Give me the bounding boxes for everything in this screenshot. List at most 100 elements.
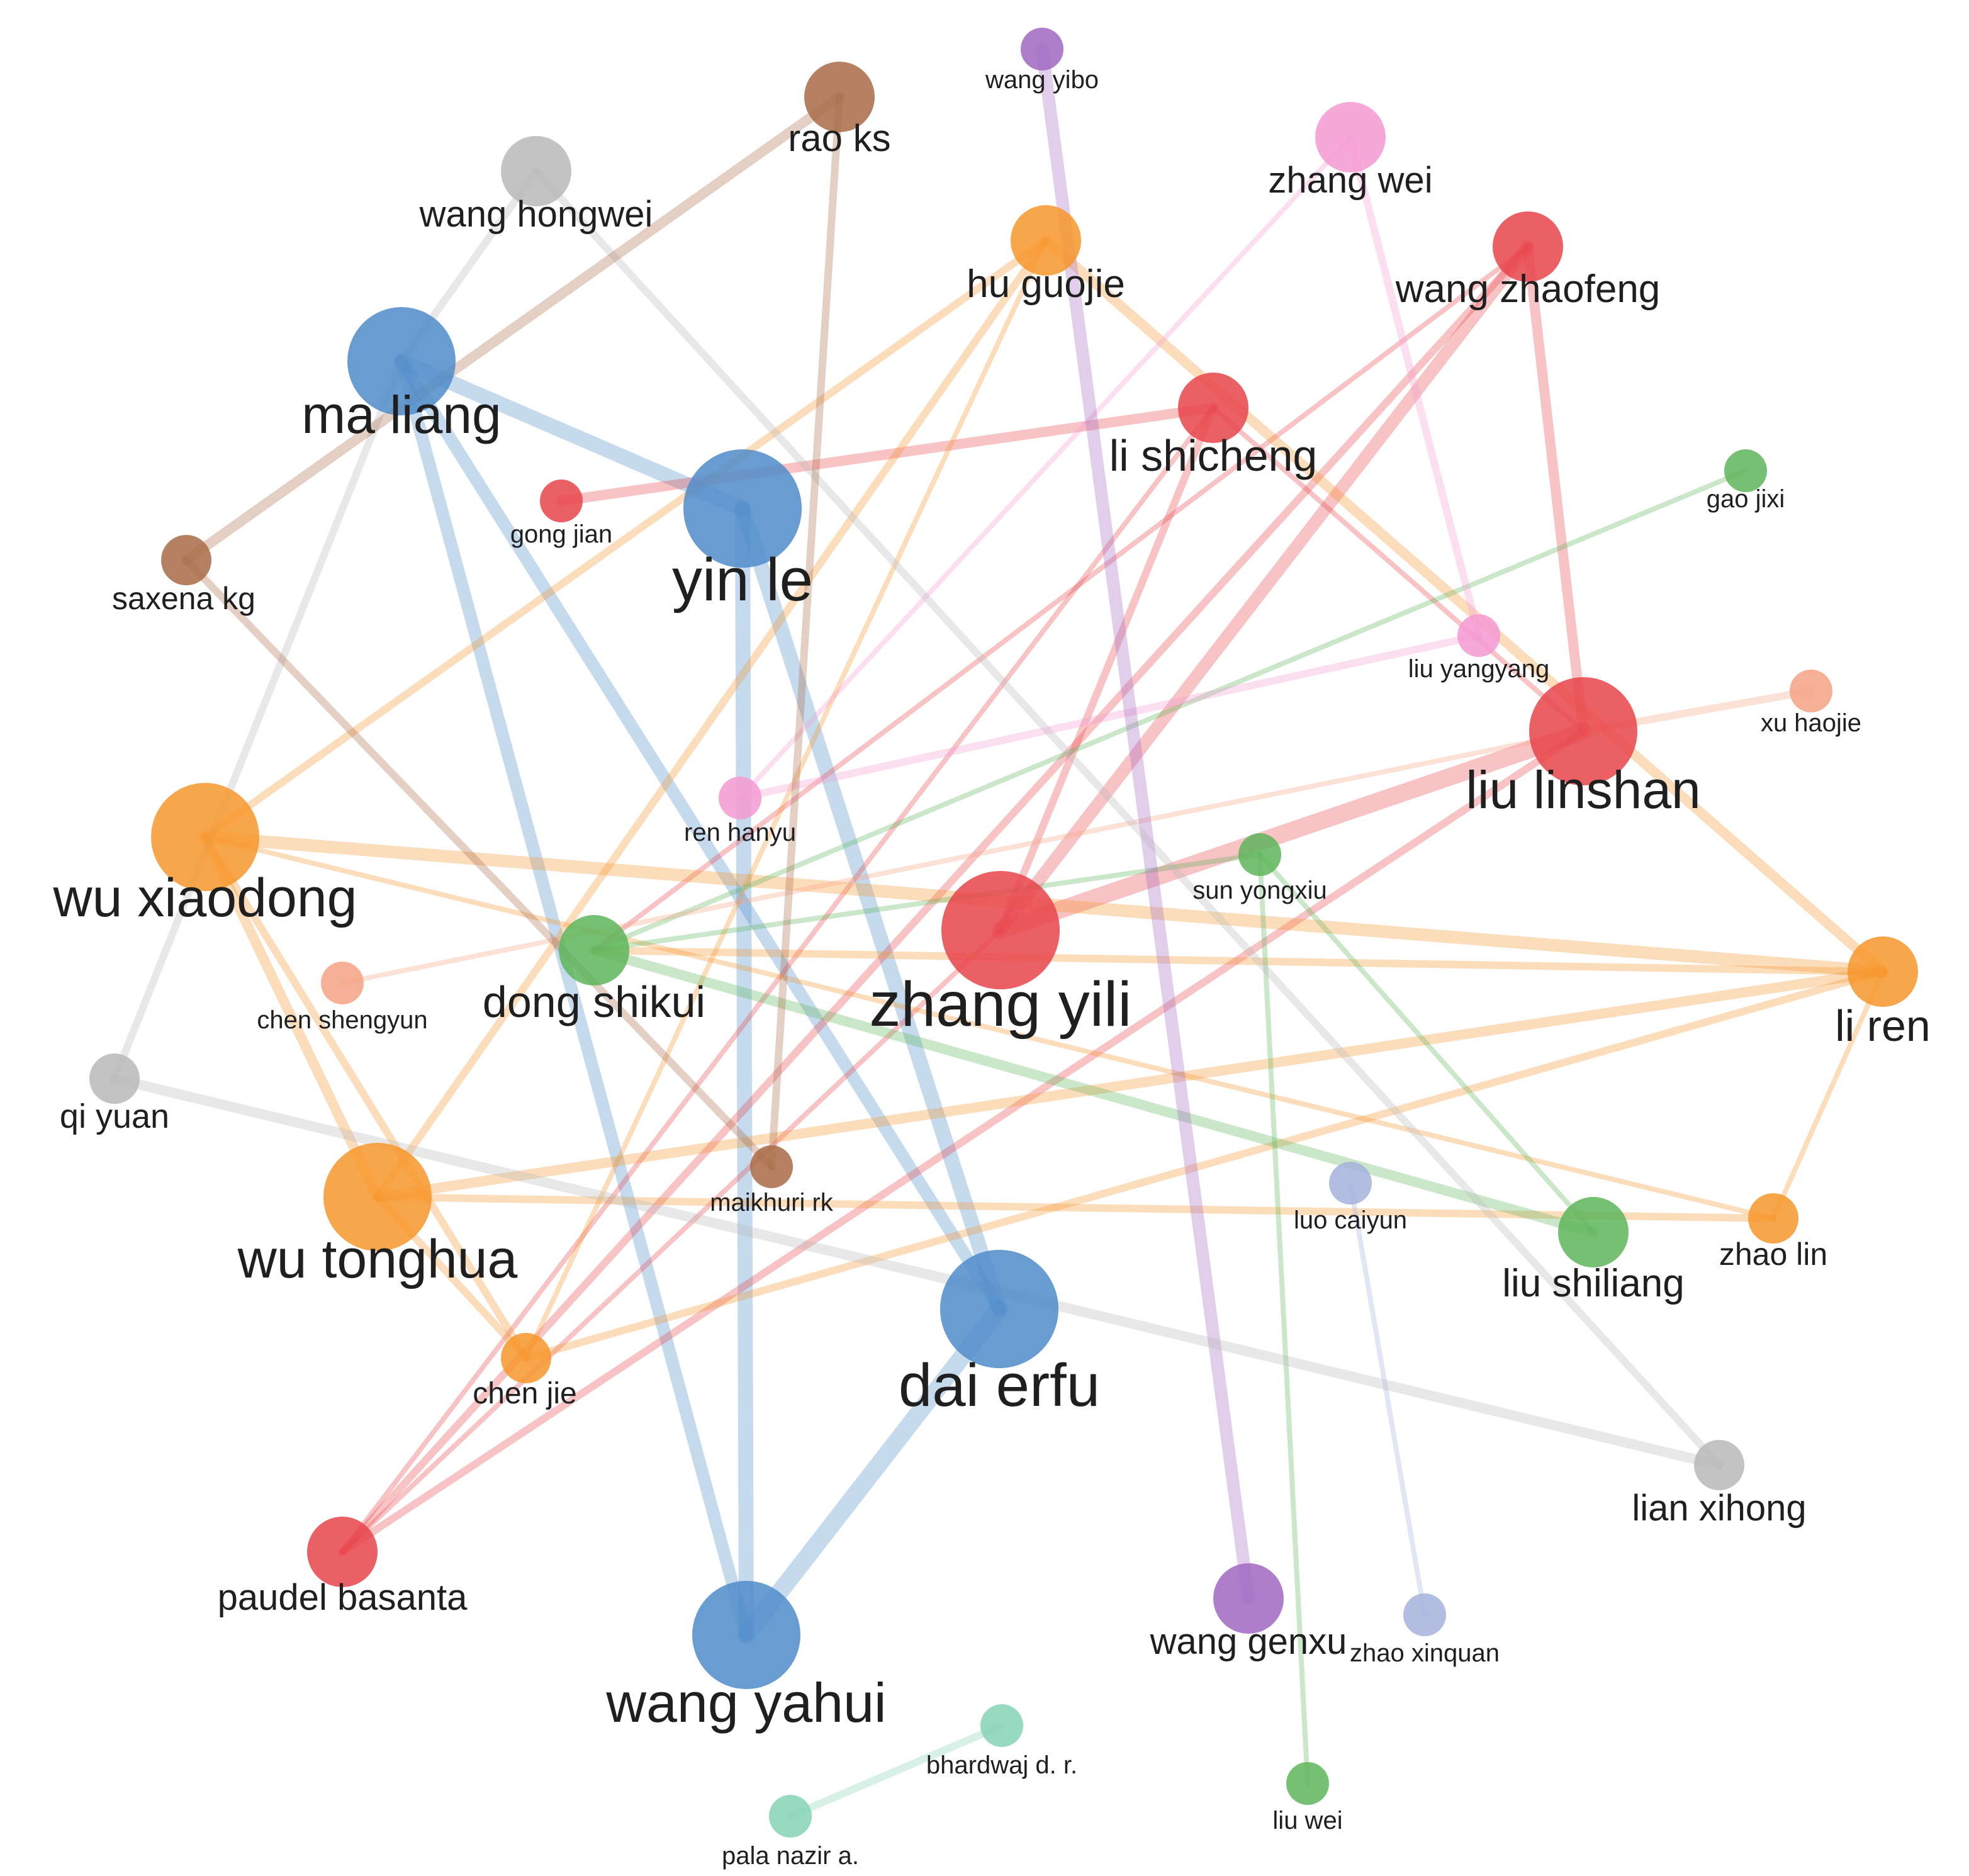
node-label-liu-wei: liu wei bbox=[1272, 1807, 1342, 1834]
node-label-chen-jie: chen jie bbox=[473, 1377, 576, 1410]
node-label-chen-shengyun: chen shengyun bbox=[257, 1006, 427, 1034]
node-label-saxena-kg: saxena kg bbox=[112, 581, 255, 616]
node-label-maikhuri-rk: maikhuri rk bbox=[710, 1189, 834, 1216]
node-luo-caiyun[interactable] bbox=[1329, 1162, 1372, 1205]
edge-hu_guojie-chen_jie bbox=[524, 238, 1048, 1361]
node-label-zhang-yili: zhang yili bbox=[870, 969, 1132, 1040]
node-li-ren[interactable] bbox=[1848, 936, 1918, 1007]
edge-li_shicheng-paudel_basanta bbox=[340, 405, 1216, 1554]
node-label-liu-yangyang: liu yangyang bbox=[1408, 655, 1550, 683]
edge-hu_guojie-li_ren bbox=[1041, 235, 1888, 977]
node-chen-shengyun[interactable] bbox=[321, 962, 364, 1004]
node-wang-hongwei[interactable] bbox=[501, 136, 571, 206]
node-rao-ks[interactable] bbox=[804, 62, 875, 132]
node-saxena-kg[interactable] bbox=[161, 535, 211, 585]
edge-luo_caiyun-zhao_xinquan bbox=[1348, 1181, 1427, 1617]
node-label-li-shicheng: li shicheng bbox=[1109, 431, 1318, 480]
node-liu-linshan[interactable] bbox=[1529, 677, 1637, 785]
node-label-liu-shiliang: liu shiliang bbox=[1502, 1262, 1685, 1305]
edge-zhang_yili-wang_zhaofeng bbox=[994, 240, 1534, 936]
node-bhardwaj-dr[interactable] bbox=[980, 1704, 1023, 1747]
node-xu-haojie[interactable] bbox=[1790, 670, 1832, 712]
node-zhao-lin[interactable] bbox=[1748, 1193, 1798, 1244]
edge-zhang_wei-liu_yangyang bbox=[1347, 133, 1483, 639]
node-label-luo-caiyun: luo caiyun bbox=[1294, 1206, 1407, 1234]
node-zhang-wei[interactable] bbox=[1315, 102, 1386, 172]
node-li-shicheng[interactable] bbox=[1178, 373, 1248, 443]
edge-rao_ks-saxena_kg bbox=[181, 92, 844, 565]
node-label-ren-hanyu: ren hanyu bbox=[684, 819, 796, 846]
edge-zhang_yili-liu_linshan bbox=[992, 722, 1592, 939]
node-ma-liang[interactable] bbox=[347, 307, 456, 415]
node-label-ma-liang: ma liang bbox=[301, 385, 502, 444]
node-label-liu-linshan: liu linshan bbox=[1466, 760, 1701, 819]
node-label-sun-yongxiu: sun yongxiu bbox=[1192, 877, 1327, 904]
node-zhang-yili[interactable] bbox=[941, 871, 1060, 989]
edge-chen_jie-li_ren bbox=[522, 968, 1887, 1362]
edge-wu_xiaodong-wu_tonghua bbox=[200, 832, 383, 1202]
node-maikhuri-rk[interactable] bbox=[750, 1145, 793, 1188]
node-label-zhao-xinquan: zhao xinquan bbox=[1350, 1639, 1500, 1667]
node-zhao-xinquan[interactable] bbox=[1403, 1593, 1446, 1636]
node-lian-xihong[interactable] bbox=[1694, 1440, 1744, 1490]
node-wang-zhaofeng[interactable] bbox=[1493, 211, 1563, 282]
node-yin-le[interactable] bbox=[683, 449, 802, 568]
node-label-pala-nazir-a: pala nazir a. bbox=[722, 1842, 859, 1870]
node-label-li-ren: li ren bbox=[1835, 1001, 1931, 1050]
edge-zhang_wei-ren_hanyu bbox=[738, 135, 1353, 800]
node-hu-guojie[interactable] bbox=[1011, 205, 1081, 276]
edge-li_shicheng-gong_jian bbox=[556, 403, 1218, 506]
node-gao-jixi[interactable] bbox=[1724, 449, 1767, 492]
node-label-wu-xiaodong: wu xiaodong bbox=[53, 868, 357, 928]
node-label-qi-yuan: qi yuan bbox=[60, 1098, 169, 1135]
edge-wang_zhaofeng-dong_shikui bbox=[592, 244, 1530, 953]
node-dong-shikui[interactable] bbox=[559, 915, 629, 986]
edge-wu_tonghua-hu_guojie bbox=[374, 237, 1050, 1201]
edge-dong_shikui-liu_shiliang bbox=[589, 945, 1598, 1237]
node-label-xu-haojie: xu haojie bbox=[1761, 709, 1861, 737]
edge-dong_shikui-li_ren bbox=[590, 946, 1887, 975]
edge-yin_le-dai_erfu bbox=[735, 501, 1007, 1317]
node-label-zhao-lin: zhao lin bbox=[1719, 1237, 1827, 1272]
edge-wu_tonghua-li_ren bbox=[373, 967, 1888, 1202]
edge-wu_tonghua-zhao_lin bbox=[374, 1193, 1777, 1222]
node-wang-yahui[interactable] bbox=[692, 1581, 800, 1689]
node-label-zhang-wei: zhang wei bbox=[1268, 160, 1432, 201]
node-wu-tonghua[interactable] bbox=[323, 1143, 432, 1251]
node-liu-shiliang[interactable] bbox=[1558, 1197, 1629, 1267]
node-wang-yibo[interactable] bbox=[1021, 28, 1063, 70]
edge-li_shicheng-liu_linshan bbox=[1211, 405, 1586, 734]
node-dai-erfu[interactable] bbox=[940, 1250, 1058, 1368]
edge-ren_hanyu-liu_yangyang bbox=[736, 632, 1483, 802]
node-wu-xiaodong[interactable] bbox=[151, 783, 259, 891]
edge-li_ren-zhao_lin bbox=[1771, 969, 1885, 1221]
node-liu-yangyang[interactable] bbox=[1457, 614, 1500, 657]
node-label-rao-ks: rao ks bbox=[788, 117, 890, 159]
edge-wang_hongwei-lian_xihong bbox=[532, 167, 1723, 1469]
node-label-lian-xihong: lian xihong bbox=[1632, 1488, 1806, 1529]
edge-wang_yibo-wang_genxu bbox=[1036, 43, 1255, 1605]
node-gong-jian[interactable] bbox=[540, 480, 583, 522]
edge-wang_zhaofeng-liu_linshan bbox=[1523, 242, 1588, 736]
node-qi-yuan[interactable] bbox=[89, 1053, 140, 1104]
node-wang-genxu[interactable] bbox=[1213, 1563, 1284, 1634]
node-label-bhardwaj-dr: bhardwaj d. r. bbox=[926, 1751, 1077, 1779]
node-chen-jie[interactable] bbox=[501, 1333, 551, 1383]
edge-ma_liang-wang_yahui bbox=[395, 355, 753, 1641]
edge-yin_le-wang_yahui bbox=[735, 501, 754, 1643]
node-label-gong-jian: gong jian bbox=[510, 520, 612, 548]
node-label-wang-genxu: wang genxu bbox=[1150, 1621, 1347, 1662]
node-label-dai-erfu: dai erfu bbox=[899, 1352, 1100, 1419]
node-liu-wei[interactable] bbox=[1286, 1762, 1329, 1805]
network-nodes bbox=[89, 28, 1918, 1838]
edge-ma_liang-yin_le bbox=[394, 354, 750, 516]
edge-sun_yongxiu-liu_wei bbox=[1257, 852, 1310, 1786]
node-label-dong-shikui: dong shikui bbox=[483, 977, 705, 1026]
node-pala-nazir-a[interactable] bbox=[769, 1795, 812, 1838]
edge-saxena_kg-maikhuri_rk bbox=[182, 556, 775, 1171]
edge-dong_shikui-sun_yongxiu bbox=[592, 852, 1262, 953]
node-paudel-basanta[interactable] bbox=[307, 1517, 378, 1587]
node-sun-yongxiu[interactable] bbox=[1238, 833, 1281, 876]
node-label-gao-jixi: gao jixi bbox=[1707, 485, 1785, 513]
node-ren-hanyu[interactable] bbox=[719, 777, 761, 819]
